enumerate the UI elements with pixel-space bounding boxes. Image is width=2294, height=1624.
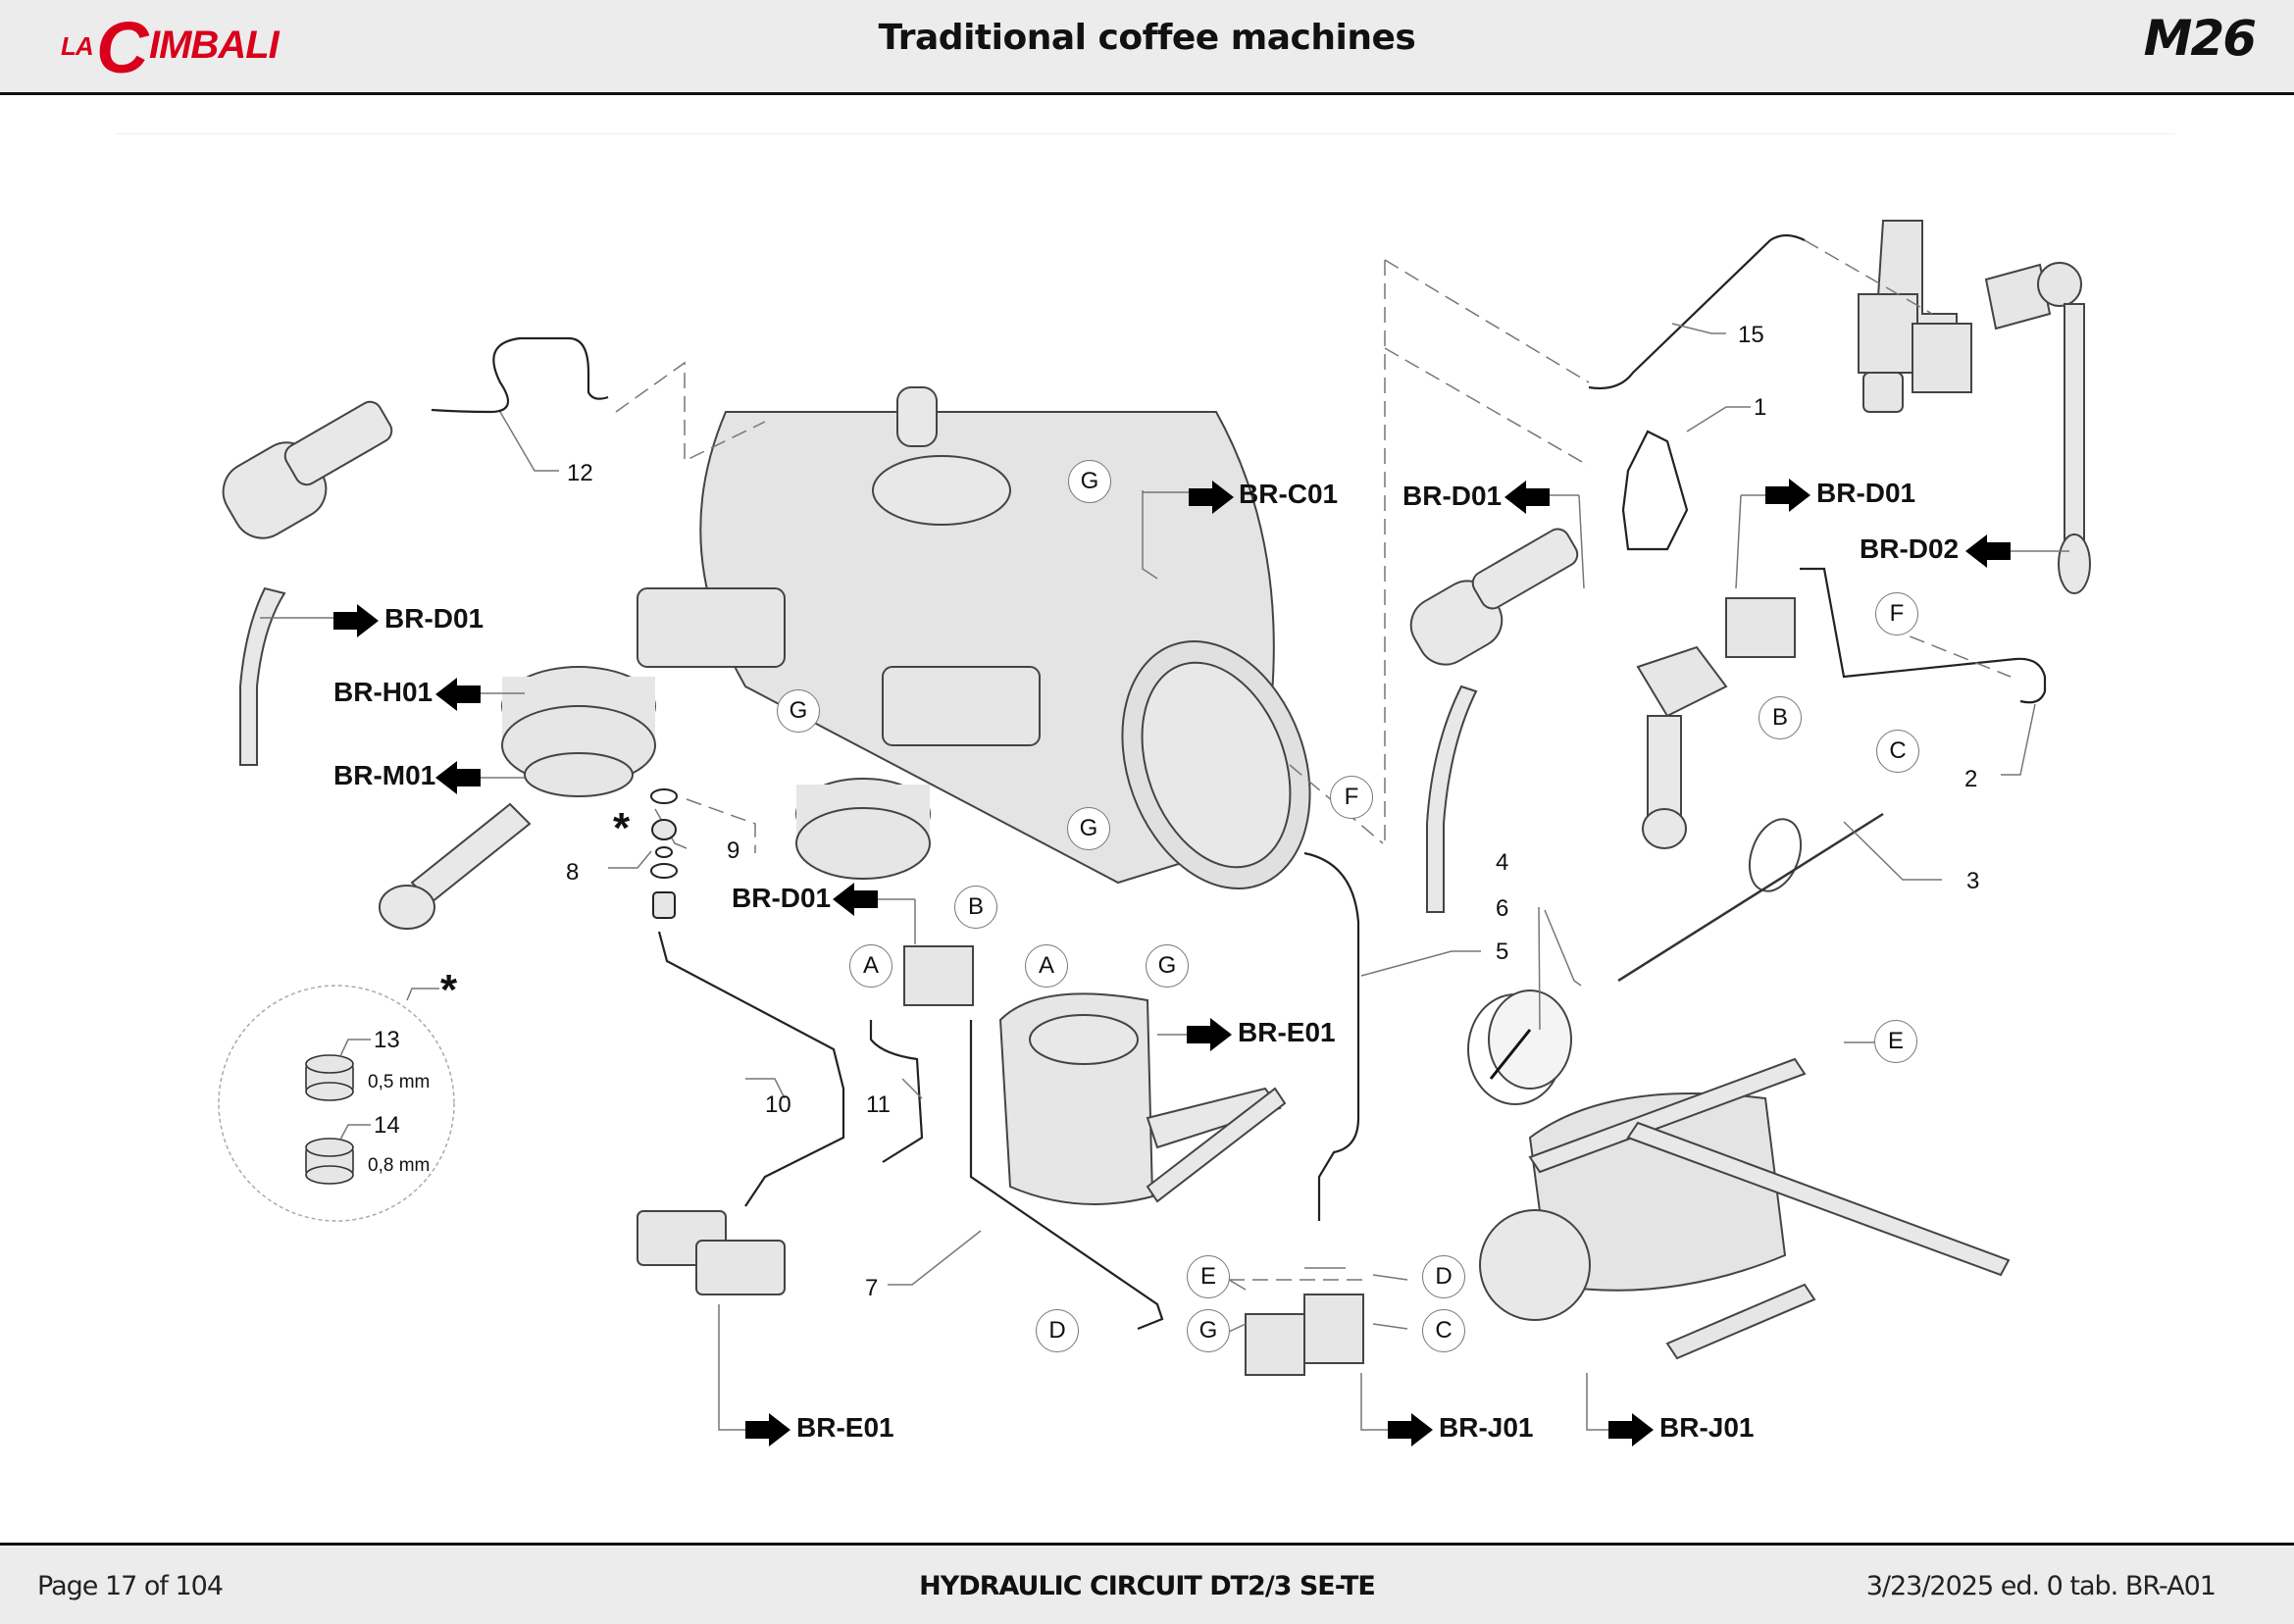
connection-g: G [1146, 944, 1189, 988]
edition-info: 3/23/2025 ed. 0 tab. BR-A01 [1865, 1571, 2217, 1601]
ref-label-br-e01-bottom[interactable]: BR-E01 [796, 1412, 894, 1443]
pipe-7 [969, 1020, 1164, 1331]
connection-g: G [777, 689, 820, 733]
ref-label-br-m01[interactable]: BR-M01 [333, 760, 436, 790]
connection-e: E [1874, 1020, 1917, 1063]
page-indicator: Page 17 of 104 [37, 1571, 224, 1601]
pipe-11 [869, 1020, 924, 1163]
connection-f: F [1875, 592, 1918, 635]
connection-e: E [1187, 1255, 1230, 1298]
detail-inset-circle [218, 985, 455, 1222]
connection-d: D [1422, 1255, 1465, 1298]
arrow-left-icon [435, 678, 481, 711]
part-number-5: 5 [1496, 939, 1509, 965]
part-number-2: 2 [1964, 766, 1978, 792]
arrow-right-icon [1388, 1413, 1433, 1446]
asterisk-marker: * [613, 804, 631, 852]
connection-b: B [1759, 696, 1802, 739]
pipe-10 [657, 931, 845, 1207]
connection-a: A [1025, 944, 1068, 988]
part-number-10: 10 [765, 1091, 791, 1118]
ref-label-br-d01-top[interactable]: BR-D01 [1402, 481, 1503, 511]
pipe-2 [1800, 567, 2047, 704]
ref-label-br-j01-right[interactable]: BR-J01 [1659, 1412, 1755, 1443]
arrow-right-icon [1608, 1413, 1654, 1446]
arrow-right-icon [745, 1413, 790, 1446]
ref-label-br-d01-left[interactable]: BR-D01 [384, 603, 484, 634]
nozzle-size-13: 0,5 mm [368, 1072, 431, 1092]
logo-imbali: IMBALI [149, 24, 280, 67]
ref-label-br-c01[interactable]: BR-C01 [1239, 479, 1339, 509]
ref-label-br-e01-top[interactable]: BR-E01 [1238, 1017, 1336, 1047]
connection-b: B [954, 886, 997, 929]
page-header: LA C IMBALI Traditional coffee machines … [0, 0, 2294, 95]
ref-label-br-j01-left[interactable]: BR-J01 [1439, 1412, 1534, 1443]
part-number-7: 7 [865, 1275, 879, 1301]
section-title: HYDRAULIC CIRCUIT DT2/3 SE-TE [919, 1571, 1376, 1601]
part-number-6: 6 [1496, 895, 1509, 922]
part-number-12: 12 [567, 460, 593, 486]
part-number-13: 13 [374, 1027, 400, 1053]
ref-label-br-d01-right[interactable]: BR-D01 [1816, 478, 1916, 508]
nozzle-size-14: 0,8 mm [368, 1155, 431, 1176]
pipe-12 [431, 336, 609, 414]
arrow-left-icon [435, 761, 481, 794]
part-number-9: 9 [727, 837, 740, 864]
pipe-1 [1621, 430, 1689, 551]
ref-label-br-d02[interactable]: BR-D02 [1860, 533, 1960, 564]
ref-label-br-d01-middle[interactable]: BR-D01 [732, 883, 832, 913]
arrow-left-icon [1504, 481, 1550, 514]
arrow-left-icon [1965, 534, 2011, 568]
logo-c: C [96, 7, 149, 88]
connection-a: A [849, 944, 892, 988]
part-number-11: 11 [866, 1091, 891, 1118]
arrow-right-icon [1765, 479, 1810, 512]
flowmeter-2 [695, 1240, 786, 1295]
arrow-right-icon [333, 604, 379, 637]
reference-arrows [333, 479, 2011, 1446]
pipe-15 [1588, 233, 1806, 390]
connection-c: C [1422, 1309, 1465, 1352]
document-title: Traditional coffee machines [878, 18, 1416, 58]
pipe-5 [1303, 851, 1360, 1221]
arrow-right-icon [1187, 1018, 1232, 1051]
connection-g: G [1187, 1309, 1230, 1352]
connection-d: D [1036, 1309, 1079, 1352]
page-footer: Page 17 of 104 HYDRAULIC CIRCUIT DT2/3 S… [0, 1543, 2294, 1624]
connection-g: G [1067, 807, 1110, 850]
part-number-14: 14 [374, 1112, 400, 1139]
model-code: M26 [2143, 10, 2257, 67]
connection-g: G [1068, 460, 1111, 503]
part-number-8: 8 [566, 859, 580, 886]
detail-asterisk-marker: * [440, 966, 458, 1014]
part-number-15: 15 [1738, 322, 1764, 348]
la-cimbali-logo: LA C IMBALI [57, 7, 322, 88]
connection-f: F [1330, 776, 1373, 819]
ref-label-br-h01[interactable]: BR-H01 [333, 677, 433, 707]
arrow-left-icon [833, 883, 878, 916]
logo-la: LA [61, 31, 94, 61]
arrow-right-icon [1189, 481, 1234, 514]
part-number-3: 3 [1966, 868, 1980, 894]
connection-c: C [1876, 730, 1919, 773]
separator-line [116, 133, 2175, 134]
part-number-1: 1 [1754, 394, 1767, 421]
part-number-4: 4 [1496, 849, 1509, 876]
